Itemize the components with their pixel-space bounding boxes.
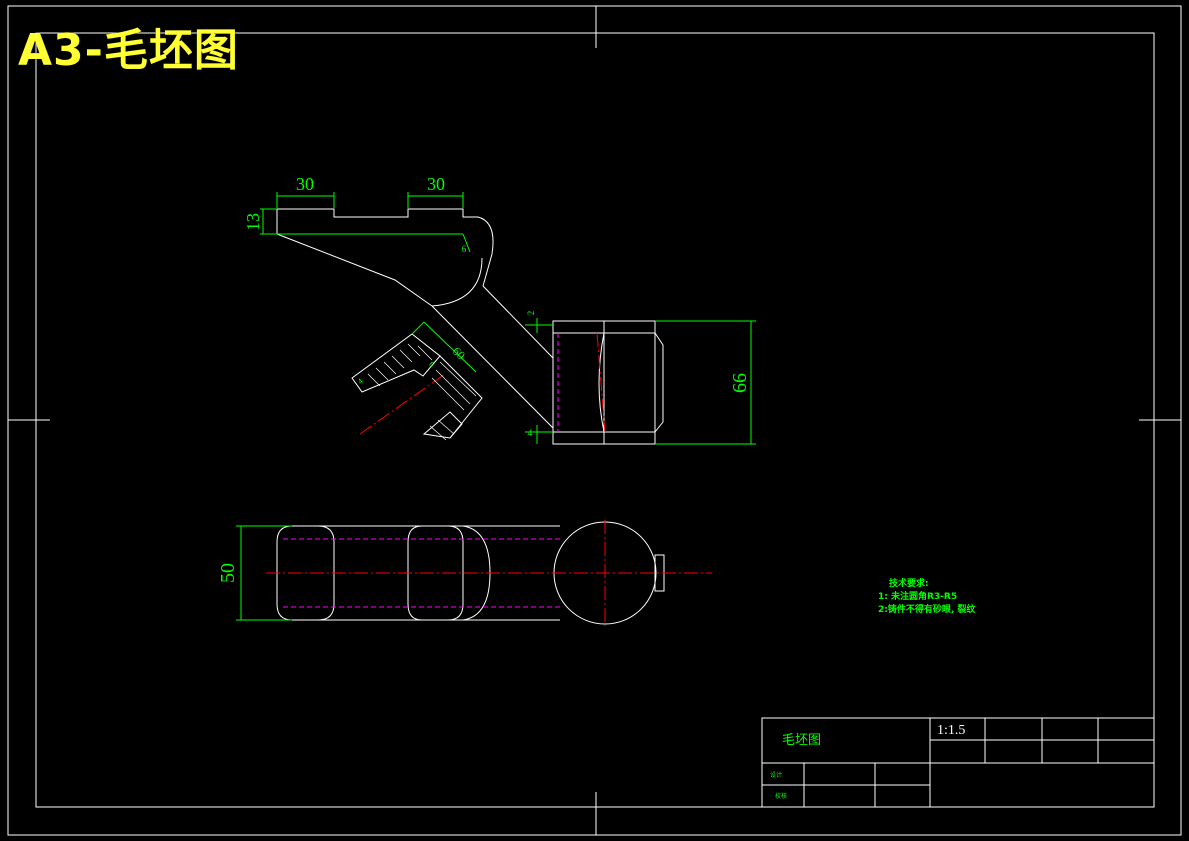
dim-right-height: 66 — [729, 373, 751, 393]
designer-label: 设计 — [770, 771, 782, 779]
dim-section-4: 4 — [356, 377, 365, 386]
dim-plan-width: 50 — [217, 563, 239, 583]
checker-label: 校核 — [775, 792, 787, 800]
front-dimension-lines — [260, 192, 756, 445]
plan-centerlines — [266, 520, 712, 626]
front-centerlines — [359, 332, 606, 435]
dim-small-2: 2 — [526, 311, 536, 316]
front-view — [276, 208, 664, 445]
dim-section-6: 6 — [427, 360, 436, 369]
centering-marks — [8, 6, 1181, 835]
title-block — [761, 717, 1155, 808]
section-hatch — [367, 343, 477, 441]
dim-top-len-2: 30 — [427, 174, 445, 194]
tech-notes-heading: 技术要求: — [889, 577, 929, 589]
part-name: 毛坯图 — [782, 733, 821, 748]
tech-notes-line-2: 2:铸件不得有砂眼, 裂纹 — [878, 603, 976, 615]
outer-border — [7, 5, 1182, 836]
dim-top-len-1: 30 — [296, 174, 314, 194]
dim-small-4: 4 — [528, 428, 533, 438]
plan-dimension-lines — [236, 525, 292, 621]
dim-section-60: 60 — [450, 344, 468, 362]
scale-value: 1:1.5 — [937, 723, 965, 738]
title-block-text: 毛坯图 1:1.5 设计 校核 — [770, 723, 965, 800]
tech-notes-line-1: 1: 未注圆角R3-R5 — [878, 590, 957, 602]
sheet-title: A3-毛坯图 — [18, 25, 239, 76]
plan-hidden-lines — [283, 538, 560, 608]
inner-border — [35, 32, 1155, 808]
tech-notes: 技术要求: 1: 未注圆角R3-R5 2:铸件不得有砂眼, 裂纹 — [878, 577, 976, 615]
dim-left-height: 13 — [243, 213, 263, 231]
front-dimension-text: 30 30 13 6 2 4 60 4 6 66 — [243, 174, 751, 438]
dim-fillet-r: 6 — [462, 244, 467, 254]
